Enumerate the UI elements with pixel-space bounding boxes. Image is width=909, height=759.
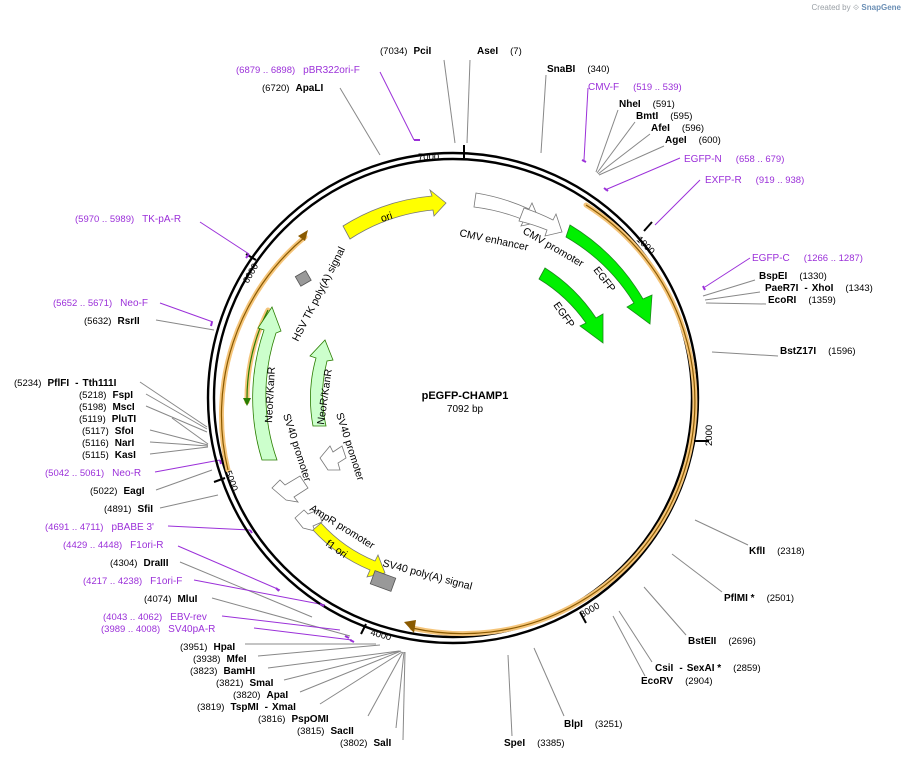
snapgene-watermark: Created by ⟐ SnapGene xyxy=(812,3,902,13)
enzyme-mfei[interactable]: (3938)MfeI xyxy=(193,654,247,665)
enzyme-pspomi[interactable]: (3816)PspOMI xyxy=(258,714,329,725)
enzyme-csii-sexai[interactable]: CsiI-SexAI *(2859) xyxy=(655,663,761,674)
feature-sv40-promoter-inner-label: SV40 promoter xyxy=(333,411,366,482)
tick-4000: 4000 xyxy=(369,627,392,643)
enzyme-leader-lines xyxy=(139,59,779,741)
snapgene-logo-icon: ⟐ xyxy=(852,3,860,12)
enzyme-nhei[interactable]: NheI(591) xyxy=(619,99,675,110)
feature-sv40-polya-label: SV40 poly(A) signal xyxy=(381,557,473,592)
backbone-outer-ring xyxy=(206,151,700,645)
enzyme-sali[interactable]: (3802)SalI xyxy=(340,738,391,749)
enzyme-bspei[interactable]: BspEI(1330) xyxy=(759,271,827,282)
primer-ebv-rev[interactable]: (4043 .. 4062)EBV-rev xyxy=(103,612,207,623)
primer-egfp-c[interactable]: EGFP-C(1266 .. 1287) xyxy=(752,253,863,264)
enzyme-pluti[interactable]: (5119)PluTI xyxy=(79,414,136,425)
orf-lines xyxy=(220,204,696,635)
enzyme-ecori[interactable]: EcoRI(1359) xyxy=(768,295,836,306)
enzyme-paer7i-xhoi[interactable]: PaeR7I-XhoI(1343) xyxy=(765,283,873,294)
enzyme-apai[interactable]: (3820)ApaI xyxy=(233,690,288,701)
enzyme-eagi[interactable]: (5022)EagI xyxy=(90,486,145,497)
feature-egfp-inner[interactable]: EGFP xyxy=(538,267,604,344)
primer-markers xyxy=(210,139,706,643)
enzyme-bamhi[interactable]: (3823)BamHI xyxy=(190,666,255,677)
orf-arrowhead-neo-down xyxy=(243,398,251,406)
enzyme-apali[interactable]: (6720)ApaLI xyxy=(262,83,323,94)
primer-exfp-r[interactable]: EXFP-R(919 .. 938) xyxy=(705,175,804,186)
primer-leader-lines xyxy=(154,71,751,641)
backbone-inner-ring xyxy=(212,157,694,639)
plasmid-name: pEGFP-CHAMP1 xyxy=(422,390,509,402)
enzyme-msci[interactable]: (5198)MscI xyxy=(79,402,135,413)
enzyme-mlui[interactable]: (4074)MluI xyxy=(144,594,198,605)
primer-tk-pa-r[interactable]: (5970 .. 5989)TK-pA-R xyxy=(75,214,181,225)
enzyme-kfli[interactable]: KflI(2318) xyxy=(749,546,805,557)
feature-hsv-tk-label: HSV TK poly(A) signal xyxy=(290,245,348,343)
primer-pbabe-3[interactable]: (4691 .. 4711)pBABE 3' xyxy=(45,522,154,533)
enzyme-nari[interactable]: (5116)NarI xyxy=(82,438,134,449)
plasmid-length: 7092 bp xyxy=(447,404,484,415)
primer-neo-r[interactable]: (5042 .. 5061)Neo-R xyxy=(45,468,141,479)
enzyme-sfoi[interactable]: (5117)SfoI xyxy=(82,426,134,437)
orf-arrowhead-neo-up xyxy=(298,230,308,241)
enzyme-tspmi-xmai[interactable]: (3819)TspMI-XmaI xyxy=(197,702,296,713)
enzyme-bmti[interactable]: BmtI(595) xyxy=(636,111,692,122)
primer-f1ori-f[interactable]: (4217 .. 4238)F1ori-F xyxy=(83,576,182,587)
primer-cmv-f[interactable]: CMV-F(519 .. 539) xyxy=(588,82,682,93)
feature-sv40-promoter-outer[interactable]: SV40 promoter xyxy=(271,412,314,503)
tick-2000: 2000 xyxy=(704,425,715,446)
tick-6000: 6000 xyxy=(241,262,261,286)
enzyme-kasi[interactable]: (5115)KasI xyxy=(82,450,136,461)
feature-neo-inner[interactable]: NeoR/KanR xyxy=(309,339,335,427)
feature-sv40-promoter-outer-label: SV40 promoter xyxy=(280,412,313,483)
enzyme-sfii[interactable]: (4891)SfiI xyxy=(104,504,153,515)
enzyme-draiii[interactable]: (4304)DraIII xyxy=(110,558,169,569)
enzyme-smai[interactable]: (3821)SmaI xyxy=(216,678,274,689)
enzyme-pflfi-tth111i[interactable]: (5234)PflFI-Tth111I xyxy=(14,378,117,389)
feature-ori[interactable]: ori xyxy=(342,188,447,240)
primer-labels: (6879 .. 6898)pBR322ori-F CMV-F(519 .. 5… xyxy=(45,65,863,635)
primer-neo-f[interactable]: (5652 .. 5671)Neo-F xyxy=(53,298,148,309)
feature-cmv-enhancer-label: CMV enhancer xyxy=(458,227,529,253)
enzyme-agei[interactable]: AgeI(600) xyxy=(665,135,721,146)
enzyme-blpi[interactable]: BlpI(3251) xyxy=(564,719,622,730)
tick-7000: 7000 xyxy=(418,152,439,163)
feature-neo-outer-label: NeoR/KanR xyxy=(263,366,278,423)
primer-pbr322ori-f[interactable]: (6879 .. 6898)pBR322ori-F xyxy=(236,65,360,76)
watermark-created-by: Created by xyxy=(811,3,851,12)
enzyme-bsteii[interactable]: BstEII(2696) xyxy=(688,636,756,647)
enzyme-fspi[interactable]: (5218)FspI xyxy=(79,390,133,401)
enzyme-pcii[interactable]: (7034)PciI xyxy=(380,46,431,57)
feature-hsv-tk-polya[interactable]: HSV TK poly(A) signal xyxy=(290,245,348,343)
enzyme-hpai[interactable]: (3951)HpaI xyxy=(180,642,235,653)
feature-neo-outer[interactable]: NeoR/KanR xyxy=(252,306,282,461)
primer-f1ori-r[interactable]: (4429 .. 4448)F1ori-R xyxy=(63,540,164,551)
enzyme-asei[interactable]: AseI(7) xyxy=(477,46,522,57)
enzyme-rsrii[interactable]: (5632)RsrII xyxy=(84,316,140,327)
primer-sv40pa-r[interactable]: (3989 .. 4008)SV40pA-R xyxy=(101,624,215,635)
enzyme-pflmi[interactable]: PflMI *(2501) xyxy=(724,593,794,604)
enzyme-afei[interactable]: AfeI(596) xyxy=(651,123,704,134)
feature-sv40-polya[interactable]: SV40 poly(A) signal xyxy=(369,557,473,593)
enzyme-labels: AseI(7) (7034)PciI SnaBI(340) NheI(591) … xyxy=(14,46,873,749)
tick-marks xyxy=(213,145,709,635)
enzyme-bstz17i[interactable]: BstZ17I(1596) xyxy=(780,346,856,357)
feature-ori-label: ori xyxy=(379,210,394,225)
enzyme-spei[interactable]: SpeI(3385) xyxy=(504,738,565,749)
orf-arrowhead-egfp xyxy=(404,620,416,633)
primer-egfp-n[interactable]: EGFP-N(658 .. 679) xyxy=(684,154,784,165)
enzyme-ecorv[interactable]: EcoRV(2904) xyxy=(641,676,713,687)
enzyme-sacii[interactable]: (3815)SacII xyxy=(297,726,354,737)
enzyme-snabi[interactable]: SnaBI(340) xyxy=(547,64,610,75)
watermark-brand: SnapGene xyxy=(861,3,901,12)
